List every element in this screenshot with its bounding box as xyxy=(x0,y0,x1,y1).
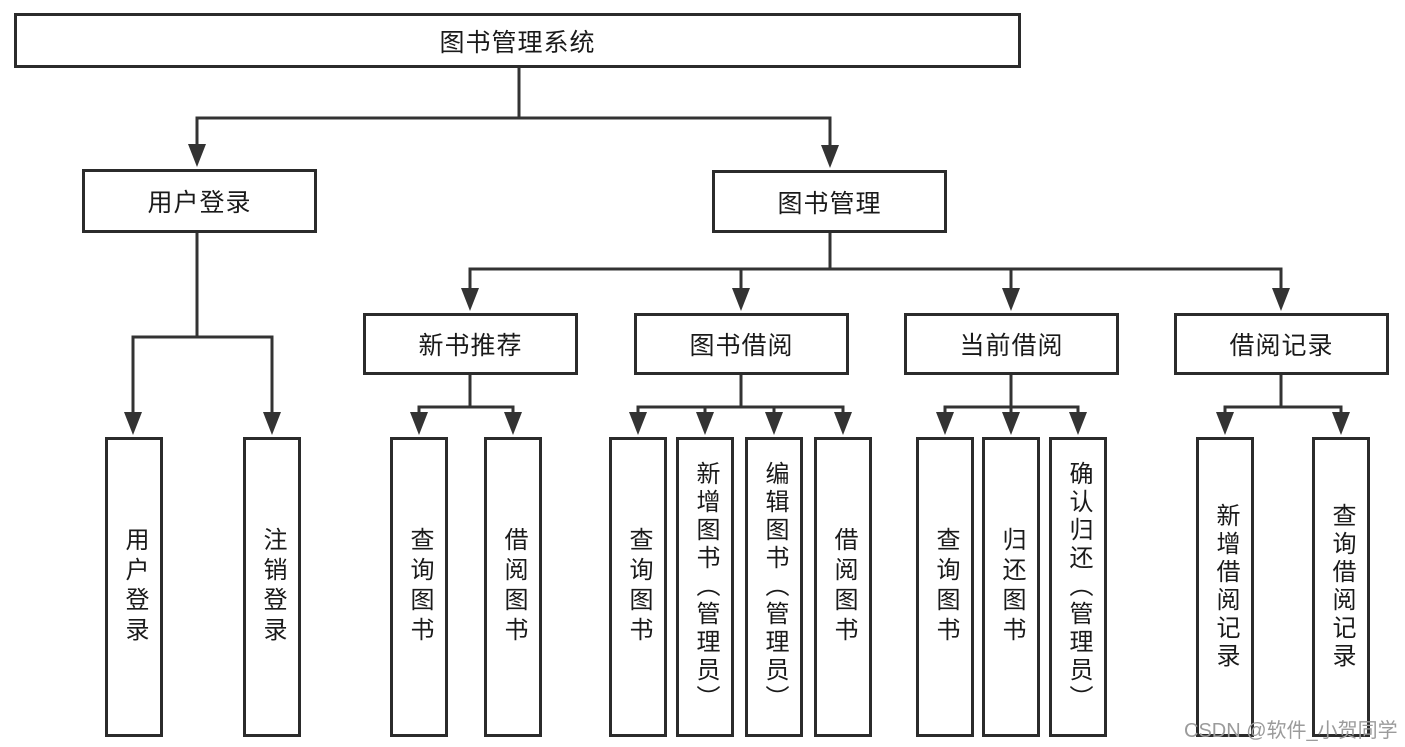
connector-book-borrow-children xyxy=(629,375,852,435)
leaf-add-books-admin: 新增图书（管理员） xyxy=(676,437,734,737)
leaf-query-borrowing-record: 查询借阅记录 xyxy=(1312,437,1370,737)
leaf-borrow-books-borrowing: 借阅图书 xyxy=(814,437,872,737)
leaf-query-books-borrowing: 查询图书 xyxy=(609,437,667,737)
leaf-return-books: 归还图书 xyxy=(982,437,1040,737)
node-book-management: 图书管理 xyxy=(712,170,947,233)
leaf-query-books-current: 查询图书 xyxy=(916,437,974,737)
node-new-book-recommendation: 新书推荐 xyxy=(363,313,578,375)
leaf-borrow-books-recommendation: 借阅图书 xyxy=(484,437,542,737)
connector-root-to-level2 xyxy=(188,68,839,168)
node-borrowing-records: 借阅记录 xyxy=(1174,313,1389,375)
leaf-query-books-recommendation: 查询图书 xyxy=(390,437,448,737)
connector-current-borrow-children xyxy=(936,375,1087,435)
node-current-borrowing: 当前借阅 xyxy=(904,313,1119,375)
leaf-edit-books-admin: 编辑图书（管理员） xyxy=(745,437,803,737)
connector-borrow-record-children xyxy=(1216,375,1350,435)
leaf-logout-login: 注销登录 xyxy=(243,437,301,737)
leaf-add-borrowing-record: 新增借阅记录 xyxy=(1196,437,1254,737)
leaf-confirm-return-admin: 确认归还（管理员） xyxy=(1049,437,1107,737)
node-book-borrowing: 图书借阅 xyxy=(634,313,849,375)
leaf-user-login: 用户登录 xyxy=(105,437,163,737)
connector-book-management-children xyxy=(461,233,1290,311)
csdn-watermark: CSDN @软件_小贺同学 xyxy=(1184,720,1398,742)
node-user-login: 用户登录 xyxy=(82,169,317,233)
connector-user-login-children xyxy=(124,233,281,435)
connector-new-book-rec-children xyxy=(410,375,522,435)
node-library-management-system: 图书管理系统 xyxy=(14,13,1021,68)
